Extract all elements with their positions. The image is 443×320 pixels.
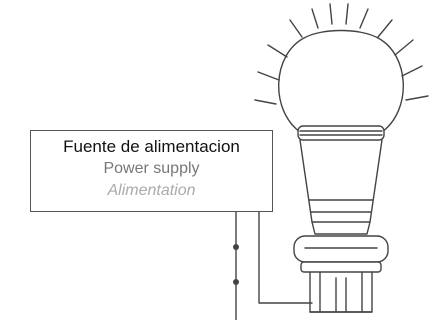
glow-rays-icon <box>254 3 429 105</box>
light-bulb-icon <box>278 29 404 235</box>
junction-dot-icon <box>233 244 239 250</box>
power-supply-label-es: Fuente de alimentacion <box>63 137 240 156</box>
bulb-socket-icon <box>293 235 389 313</box>
supply-wires <box>235 211 313 320</box>
power-supply-box: Fuente de alimentacion Power supply Alim… <box>30 130 273 212</box>
power-supply-label-en: Power supply <box>103 160 200 177</box>
power-supply-label-fr: Alimentation <box>107 182 196 199</box>
junction-dot-icon <box>233 279 239 285</box>
